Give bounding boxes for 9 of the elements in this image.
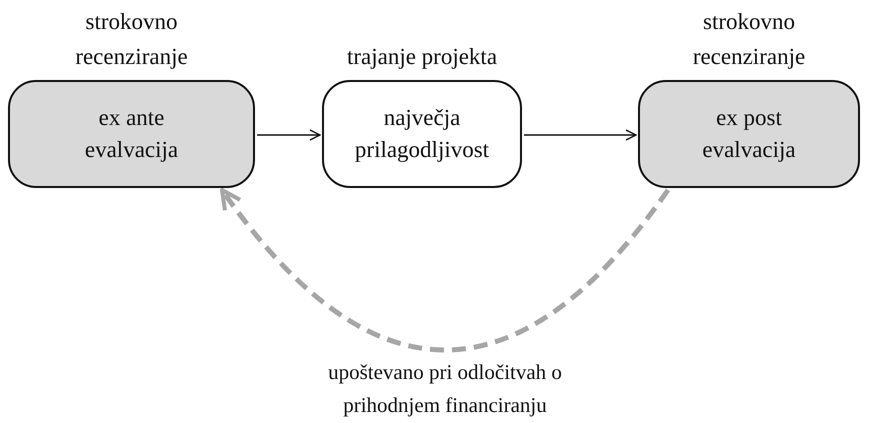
arrow xyxy=(257,129,321,141)
dashed-curved-arrow xyxy=(220,188,670,352)
arrow xyxy=(524,129,637,141)
box-heading: trajanje projekta xyxy=(346,42,498,71)
box-heading: strokovno recenziranje xyxy=(692,8,806,71)
box-heading: strokovno recenziranje xyxy=(74,8,189,71)
box-text: največja prilagodljivost xyxy=(354,104,490,164)
box-text: ex post evalvacija xyxy=(701,104,797,164)
box-text: ex ante evalvacija xyxy=(84,104,180,164)
